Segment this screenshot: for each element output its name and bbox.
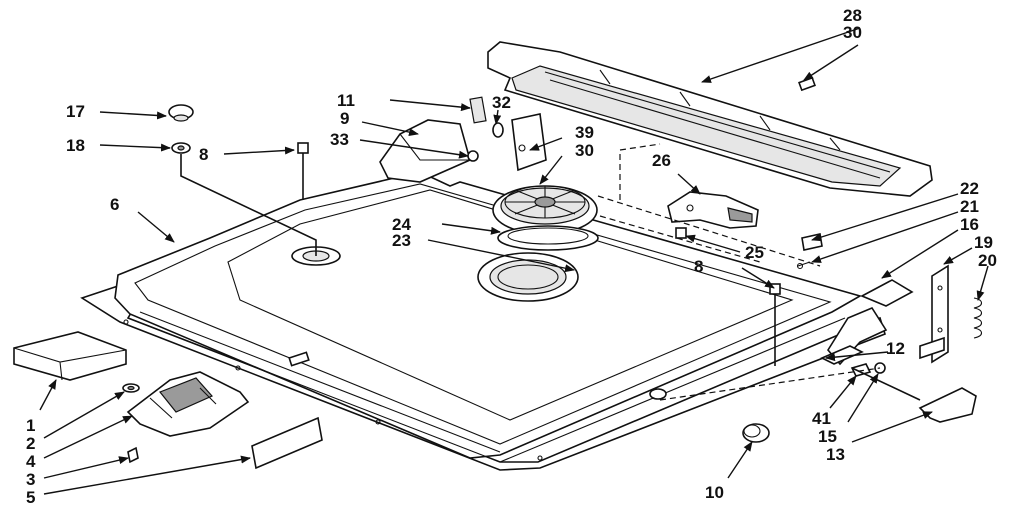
label-5: 5 bbox=[26, 488, 35, 507]
sump-wheel-assembly bbox=[492, 185, 599, 251]
label-8-right: 8 bbox=[694, 257, 703, 276]
reference-lines bbox=[180, 143, 921, 401]
label-19: 19 bbox=[974, 233, 993, 252]
label-22: 22 bbox=[960, 179, 979, 198]
label-2: 2 bbox=[26, 434, 35, 453]
label-6: 6 bbox=[110, 195, 119, 214]
label-9: 9 bbox=[340, 109, 349, 128]
part-26-bracket bbox=[667, 191, 759, 229]
label-23: 23 bbox=[392, 231, 411, 250]
part-labels: 28 30 11 9 32 33 39 30 26 24 23 25 8 17 … bbox=[26, 6, 997, 507]
label-24: 24 bbox=[392, 215, 411, 234]
label-3: 3 bbox=[26, 470, 35, 489]
left-rear-bracket bbox=[379, 96, 487, 183]
leader-arrows bbox=[39, 27, 989, 495]
label-17: 17 bbox=[66, 102, 85, 121]
label-20: 20 bbox=[978, 251, 997, 270]
label-8-left: 8 bbox=[199, 145, 208, 164]
label-18: 18 bbox=[66, 136, 85, 155]
rear-rail bbox=[487, 41, 933, 197]
label-11: 11 bbox=[337, 91, 355, 110]
part-10-knob bbox=[742, 423, 770, 443]
label-10: 10 bbox=[705, 483, 724, 502]
label-28: 30 bbox=[843, 23, 862, 42]
label-41: 41 bbox=[812, 409, 831, 428]
bottom-panel bbox=[80, 171, 886, 471]
label-39: 39 bbox=[575, 123, 594, 142]
part-39-bracket bbox=[511, 113, 547, 172]
label-15: 15 bbox=[818, 427, 837, 446]
label-25: 25 bbox=[745, 243, 764, 262]
label-33: 33 bbox=[330, 130, 349, 149]
label-13: 13 bbox=[826, 445, 845, 464]
label-16: 16 bbox=[960, 215, 979, 234]
label-26: 26 bbox=[652, 151, 671, 170]
left-front-parts bbox=[13, 331, 323, 470]
small-hardware bbox=[168, 76, 816, 295]
label-4: 4 bbox=[26, 452, 36, 471]
label-21: 21 bbox=[960, 197, 979, 216]
label-27: 28 bbox=[843, 6, 862, 25]
label-12: 12 bbox=[886, 339, 905, 358]
label-30: 30 bbox=[575, 141, 594, 160]
label-1: 1 bbox=[26, 416, 35, 435]
label-32: 32 bbox=[492, 93, 511, 112]
